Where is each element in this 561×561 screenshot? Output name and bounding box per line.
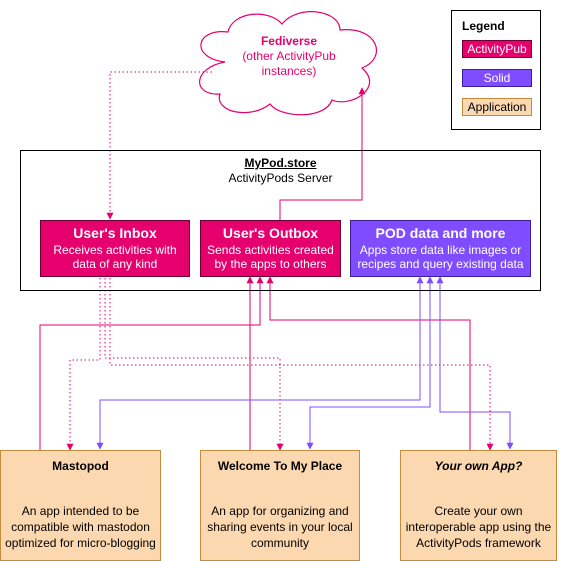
fediverse-subtitle: (other ActivityPub instances) [242, 49, 336, 78]
edge-outbox-to-fediverse [279, 87, 366, 220]
server-container: MyPod.store ActivityPods Server [20, 150, 541, 291]
yourapp-title: Your own App? [434, 459, 523, 473]
edge-fediverse-to-inbox [106, 71, 212, 220]
edge-inbox-to-welcome [104, 278, 284, 451]
welcome-desc: An app for organizing and sharing events… [207, 504, 353, 550]
app-node-mastopod: Mastopod An app intended to be compatibl… [0, 450, 161, 561]
inbox-desc: Receives activities with data of any kin… [53, 243, 177, 271]
mastopod-title: Mastopod [52, 459, 109, 473]
yourapp-desc: Create your own interoperable app using … [405, 504, 552, 550]
mastopod-desc: An app intended to be compatible with ma… [5, 504, 156, 550]
edge-inbox-to-mastopod [66, 278, 101, 451]
legend-item-application: Application [462, 98, 532, 116]
fediverse-title: Fediverse [260, 34, 318, 48]
edge-mastopod-to-outbox [39, 276, 264, 450]
outbox-desc: Sends activities created by the apps to … [207, 243, 334, 271]
legend-label-solid: Solid [483, 71, 511, 85]
inbox-title: User's Inbox [73, 225, 157, 241]
legend-item-activitypub: ActivityPub [462, 40, 532, 58]
legend-label-activitypub: ActivityPub [467, 42, 527, 56]
welcome-title: Welcome To My Place [217, 459, 343, 473]
legend-label-application: Application [467, 100, 527, 114]
pod-node: POD data and more Apps store data like i… [350, 220, 531, 277]
pod-desc: Apps store data like images or recipes a… [357, 243, 524, 271]
outbox-node: User's Outbox Sends activities created b… [200, 220, 341, 277]
server-title: MyPod.store [244, 156, 317, 170]
pod-title: POD data and more [375, 225, 506, 241]
edge-pod-welcome [306, 276, 434, 450]
legend-item-solid: Solid [462, 69, 532, 87]
legend: Legend ActivityPub Solid Application [451, 10, 541, 130]
edge-inbox-to-yourapp [109, 278, 494, 451]
app-node-yourapp: Your own App? Create your own interopera… [400, 450, 557, 561]
app-node-welcome: Welcome To My Place An app for organizin… [200, 450, 360, 561]
server-subtitle: ActivityPods Server [228, 171, 333, 185]
fediverse-cloud-icon [199, 11, 378, 116]
inbox-node: User's Inbox Receives activities with da… [40, 220, 190, 277]
fediverse-label: Fediverse (other ActivityPub instances) [222, 34, 356, 79]
legend-title: Legend [462, 19, 505, 33]
edge-pod-yourapp [436, 276, 514, 450]
outbox-title: User's Outbox [222, 225, 319, 241]
